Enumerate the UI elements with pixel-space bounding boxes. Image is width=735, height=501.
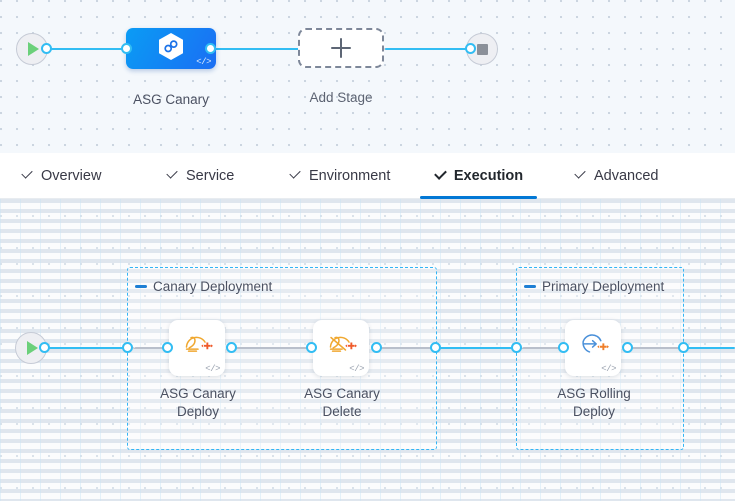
add-stage-button[interactable]	[298, 28, 384, 68]
stage-config-tabs: Overview Service Environment Execution A…	[0, 153, 735, 199]
exec-connector-g1-b	[231, 347, 311, 349]
exec-connector-tail	[684, 347, 735, 350]
stage-connector-1	[210, 48, 300, 51]
play-icon	[27, 341, 38, 355]
step-group-label-canary-deployment: Canary Deployment	[135, 279, 272, 294]
stage-port-start[interactable]	[41, 43, 52, 54]
check-icon	[166, 169, 179, 182]
step-label-asg-rolling-deploy: ASG Rolling Deploy	[533, 385, 655, 421]
step-code-badge: </>	[349, 364, 364, 374]
exec-port-out-asg-canary-deploy[interactable]	[226, 342, 237, 353]
step-group-label-primary-deployment: Primary Deployment	[524, 279, 664, 294]
step-code-badge: </>	[205, 364, 220, 374]
stage-port-out-asg-canary[interactable]	[205, 43, 216, 54]
exec-connector-start	[44, 347, 132, 350]
exec-connector-between-groups	[436, 347, 522, 350]
add-stage-label: Add Stage	[309, 90, 373, 105]
stage-connector-start	[46, 48, 130, 51]
tab-label: Service	[186, 167, 235, 184]
step-label-line1: ASG Rolling	[557, 386, 631, 401]
step-node-asg-canary-delete[interactable]: </>	[313, 320, 369, 376]
tab-execution[interactable]: Execution	[420, 153, 537, 199]
group-title: Canary Deployment	[153, 279, 273, 294]
check-icon	[434, 169, 447, 182]
exec-port-group1-out[interactable]	[430, 342, 441, 353]
check-icon	[289, 169, 302, 182]
exec-port-in-asg-canary-delete[interactable]	[306, 342, 317, 353]
step-label-line1: ASG Canary	[160, 386, 236, 401]
exec-port-group1-in[interactable]	[122, 342, 133, 353]
exec-connector-g1-a	[133, 347, 167, 349]
execution-graph-canvas[interactable]: Canary Deployment Primary Deployment	[0, 199, 735, 501]
exec-port-start[interactable]	[39, 342, 50, 353]
stage-connector-2	[385, 48, 470, 51]
step-label-asg-canary-deploy: ASG Canary Deploy	[138, 385, 258, 421]
tab-environment[interactable]: Environment	[285, 153, 394, 199]
stage-label-asg-canary: ASG Canary	[133, 92, 209, 107]
exec-connector-g2-a	[521, 347, 563, 349]
tab-service[interactable]: Service	[162, 153, 238, 199]
stage-node-asg-canary[interactable]: </>	[126, 28, 216, 69]
asg-canary-deploy-icon	[180, 327, 214, 366]
step-label-line2: Deploy	[572, 404, 616, 419]
tab-advanced[interactable]: Advanced	[570, 153, 663, 199]
exec-connector-g2-b	[626, 347, 684, 349]
play-icon	[28, 42, 39, 56]
collapse-toggle-icon[interactable]	[135, 285, 147, 288]
stage-port-end[interactable]	[465, 43, 476, 54]
step-label-line2: Deploy	[176, 404, 220, 419]
collapse-toggle-icon[interactable]	[524, 285, 536, 288]
stop-icon	[476, 43, 488, 55]
exec-port-out-asg-rolling-deploy[interactable]	[622, 342, 633, 353]
asg-rolling-deploy-icon	[576, 327, 610, 366]
exec-port-group2-out[interactable]	[678, 342, 689, 353]
check-icon	[21, 169, 34, 182]
step-group-canary-deployment[interactable]	[127, 267, 437, 450]
stage-graph-canvas[interactable]: </> ASG Canary Add Stage	[0, 0, 735, 153]
check-icon	[574, 169, 587, 182]
stage-port-in-asg-canary[interactable]	[121, 43, 132, 54]
step-label-line2: Delete	[322, 404, 362, 419]
exec-port-in-asg-rolling-deploy[interactable]	[558, 342, 569, 353]
tab-label: Advanced	[594, 167, 659, 184]
harness-hexagon-icon	[157, 31, 185, 66]
exec-port-in-asg-canary-deploy[interactable]	[162, 342, 173, 353]
exec-connector-g1-c	[376, 347, 434, 349]
exec-port-out-asg-canary-delete[interactable]	[371, 342, 382, 353]
asg-canary-delete-icon	[324, 327, 358, 366]
plus-icon	[331, 38, 351, 58]
tab-label: Execution	[453, 167, 524, 184]
tab-label: Environment	[309, 167, 391, 184]
stage-code-badge: </>	[196, 57, 211, 67]
exec-port-group2-in[interactable]	[511, 342, 522, 353]
pipeline-end-node[interactable]	[466, 33, 498, 65]
step-label-line1: ASG Canary	[304, 386, 380, 401]
step-node-asg-canary-deploy[interactable]: </>	[169, 320, 225, 376]
step-node-asg-rolling-deploy[interactable]: </>	[565, 320, 621, 376]
group-title: Primary Deployment	[542, 279, 665, 294]
step-label-asg-canary-delete: ASG Canary Delete	[282, 385, 402, 421]
tab-label: Overview	[41, 167, 102, 184]
tab-overview[interactable]: Overview	[17, 153, 105, 199]
step-code-badge: </>	[601, 364, 616, 374]
